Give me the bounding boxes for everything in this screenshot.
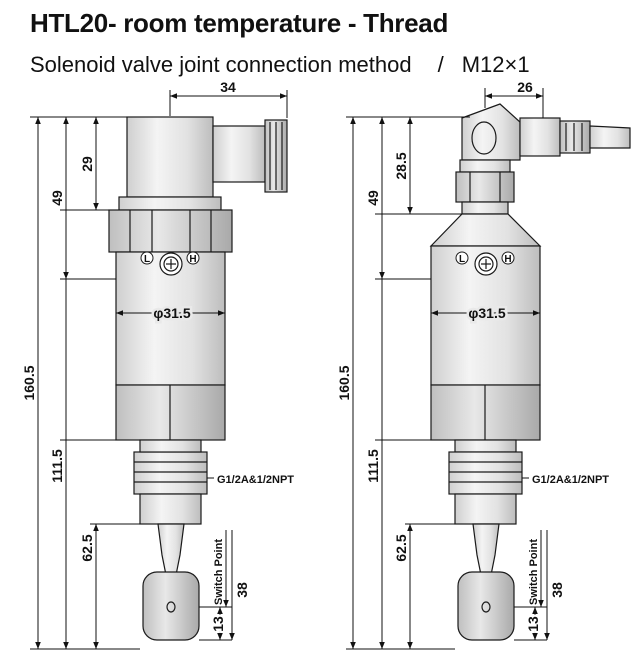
right-paddle (457, 571, 515, 641)
right-tapered-cap (429, 213, 542, 247)
left-knob-low-label: L (144, 254, 150, 265)
left-dim-total: 160.5 (21, 365, 37, 400)
subtitle-method: Solenoid valve joint connection method (30, 52, 412, 77)
right-dim-49: 49 (365, 190, 381, 206)
left-dim-34: 34 (220, 79, 236, 95)
left-thread (133, 451, 208, 495)
right-dim-26: 26 (517, 79, 533, 95)
left-dim-62: 62.5 (79, 534, 95, 561)
right-knob-low-label: L (459, 254, 465, 265)
right-dim-111: 111.5 (365, 449, 381, 483)
right-knob-high-label: H (504, 254, 511, 265)
right-dim-diameter: φ31.5 (468, 305, 505, 321)
left-dim-111: 111.5 (49, 449, 65, 483)
left-knob-high-label: H (189, 254, 196, 265)
left-sensor (108, 116, 288, 641)
right-thread (448, 451, 523, 495)
subtitle-thread-spec: M12×1 (461, 52, 530, 77)
right-thread-spec: G1/2A&1/2NPT (532, 474, 609, 486)
right-dim-total: 160.5 (336, 365, 352, 400)
left-switch-point: Switch Point (213, 539, 225, 605)
left-paddle-stem (157, 523, 185, 576)
right-connector-nut (455, 171, 515, 203)
subtitle-separator: / (437, 52, 444, 77)
left-dim-49: 49 (49, 190, 65, 206)
left-dim-29: 29 (79, 156, 95, 172)
left-dim-13: 13 (210, 616, 226, 632)
page-subtitle: Solenoid valve joint connection method / M… (30, 52, 530, 78)
right-dim-62: 62.5 (393, 534, 409, 561)
right-dim-13: 13 (525, 616, 541, 632)
left-dimension-lines (30, 90, 288, 650)
left-solenoid-connector (126, 116, 214, 198)
right-paddle-stem (472, 523, 500, 576)
left-paddle (142, 571, 200, 641)
right-switch-point: Switch Point (528, 539, 540, 605)
left-dim-diameter: φ31.5 (153, 305, 190, 321)
right-dimension-lines (346, 88, 550, 650)
left-hex-nut (108, 209, 233, 253)
left-dim-38: 38 (234, 582, 250, 598)
page-title: HTL20- room temperature - Thread (30, 8, 449, 38)
right-dim-28: 28.5 (393, 152, 409, 179)
left-adjust-knob (159, 252, 183, 276)
right-dim-38: 38 (549, 582, 565, 598)
left-thread-spec: G1/2A&1/2NPT (217, 474, 294, 486)
right-adjust-knob (474, 252, 498, 276)
